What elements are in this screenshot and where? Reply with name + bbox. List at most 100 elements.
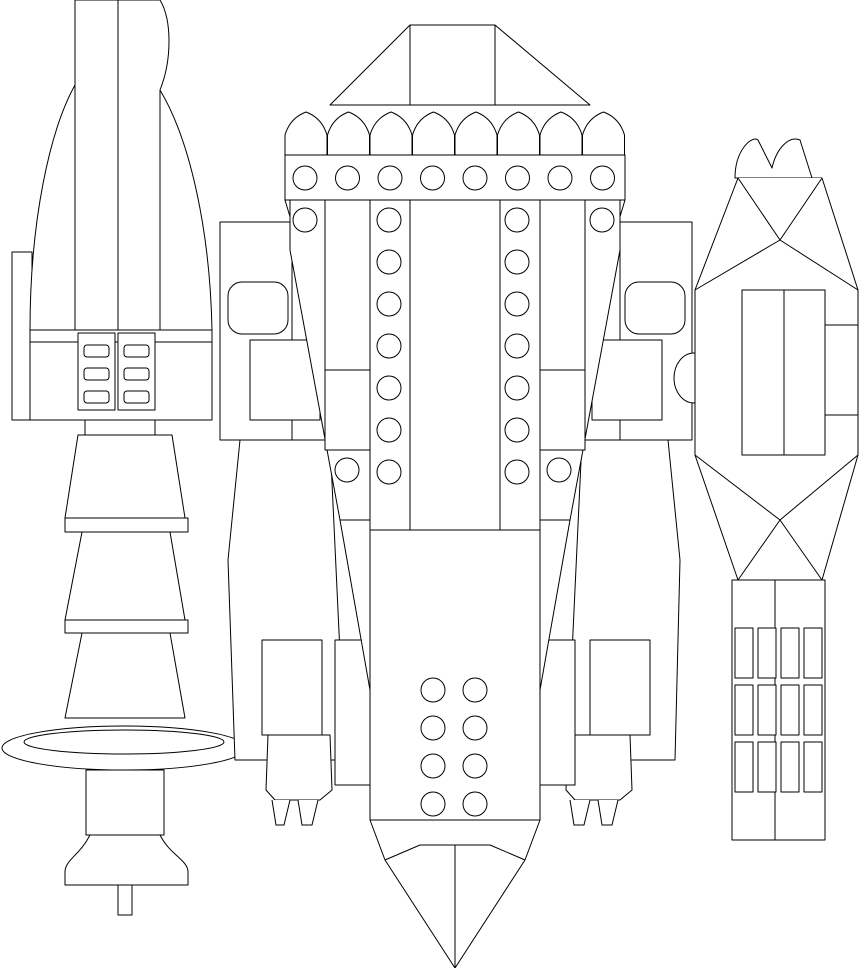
left-claws-icon <box>271 799 319 826</box>
right-weapon <box>694 138 859 841</box>
stud <box>504 459 530 485</box>
weapon-side <box>824 324 859 416</box>
stud <box>376 375 402 401</box>
stud <box>420 715 446 741</box>
stud <box>589 207 615 233</box>
grille-slot <box>123 344 150 358</box>
handle-cell <box>803 684 823 736</box>
spike-row <box>284 111 625 156</box>
spike <box>582 111 625 156</box>
hip-left <box>334 639 371 786</box>
cone-plate <box>64 619 189 634</box>
handle-grid <box>734 627 823 793</box>
spike <box>284 111 328 156</box>
stud <box>462 715 488 741</box>
stud <box>505 165 530 191</box>
spike <box>327 111 370 156</box>
connector <box>84 419 156 436</box>
handle-cell <box>734 741 754 793</box>
grille-slot <box>123 390 150 404</box>
stud <box>420 753 446 779</box>
handle-cell <box>780 627 800 679</box>
right-joint <box>624 281 686 335</box>
central-body <box>219 24 715 968</box>
handle-cell <box>803 741 823 793</box>
stud <box>547 165 573 191</box>
stud <box>504 249 530 275</box>
right-arm-block <box>591 339 663 421</box>
stud <box>292 207 318 233</box>
left-joint <box>227 281 289 335</box>
right-shin <box>589 639 651 736</box>
stud <box>376 417 402 443</box>
weapon-tips <box>734 138 813 179</box>
stud <box>462 753 488 779</box>
hip-right <box>539 639 576 786</box>
handle-cell <box>734 684 754 736</box>
grille-slot <box>83 344 110 358</box>
pin <box>117 884 133 916</box>
cone-plate <box>64 517 189 533</box>
handle-cell <box>757 684 777 736</box>
stud <box>504 207 530 233</box>
left-side-plate <box>11 251 33 421</box>
facet-line <box>737 519 823 581</box>
flare <box>64 834 189 886</box>
spike <box>539 111 583 156</box>
stud <box>504 375 530 401</box>
stud <box>376 249 402 275</box>
grille-slot <box>83 367 110 381</box>
stud <box>334 457 360 483</box>
left-shin <box>261 639 323 736</box>
stud <box>420 165 445 191</box>
cone-segment <box>64 632 186 719</box>
left-arm-block <box>249 339 321 421</box>
panel-right <box>539 199 586 451</box>
stud <box>292 165 318 191</box>
stud <box>462 165 488 191</box>
handle-cell <box>780 741 800 793</box>
stud <box>462 791 488 817</box>
grille-slot <box>83 390 110 404</box>
grille <box>77 332 156 411</box>
left-nose-cone <box>29 0 213 331</box>
stud <box>335 165 360 191</box>
handle-cell <box>757 741 777 793</box>
handle-cell <box>803 627 823 679</box>
handle-cell <box>757 627 777 679</box>
stud <box>504 333 530 359</box>
left-weapon <box>1 0 247 916</box>
spike <box>369 111 413 156</box>
stud <box>376 207 402 233</box>
left-foot <box>265 734 333 801</box>
stud <box>376 291 402 317</box>
spike <box>412 111 455 156</box>
studs <box>292 165 615 817</box>
stud <box>590 165 615 191</box>
spike <box>454 111 498 156</box>
handle-cell <box>780 684 800 736</box>
head-cap <box>329 24 591 106</box>
stud <box>504 417 530 443</box>
stud <box>376 333 402 359</box>
facet-line <box>694 239 859 291</box>
grille-slot <box>123 367 150 381</box>
stud <box>546 457 572 483</box>
right-claws-icon <box>569 799 619 826</box>
cylinder <box>85 769 165 836</box>
stud <box>377 165 403 191</box>
stud <box>420 677 446 703</box>
stud <box>376 459 402 485</box>
stud <box>504 291 530 317</box>
spike <box>497 111 540 156</box>
handle-cell <box>734 627 754 679</box>
cone-segment <box>64 531 186 621</box>
stud <box>420 791 446 817</box>
cone-segment <box>64 434 186 519</box>
disc-inner <box>23 729 225 755</box>
panel-left <box>324 199 371 451</box>
stud <box>462 677 488 703</box>
lower-spine <box>369 529 541 821</box>
right-foot <box>565 734 633 801</box>
